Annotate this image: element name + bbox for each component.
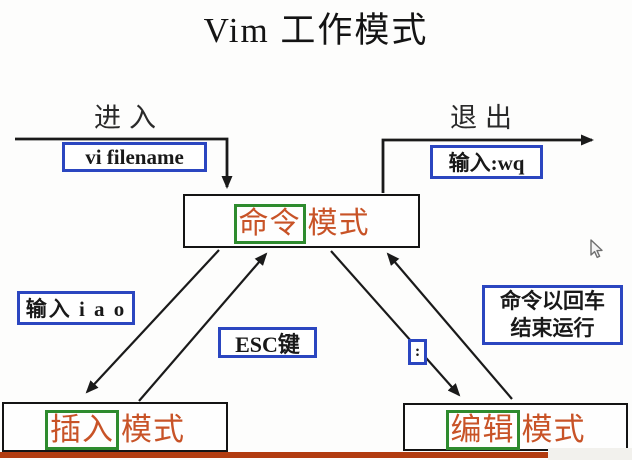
edit-mode-label: 编辑模式 xyxy=(445,404,586,451)
edit-highlight: 编辑 xyxy=(445,409,520,451)
exit-label: 退出 xyxy=(450,103,520,133)
enter-note-line2: 结束运行 xyxy=(510,316,595,340)
vi-filename-annotation: vi filename xyxy=(62,142,207,172)
command-mode-label: 命令模式 xyxy=(233,198,370,244)
slide-corner-shade xyxy=(548,448,632,460)
insert-highlight: 插入 xyxy=(45,409,119,451)
wq-annotation: 输入:wq xyxy=(430,145,543,179)
edit-to-command-arrow xyxy=(386,252,513,400)
command-to-insert-arrow xyxy=(85,249,220,394)
edit-mode-node: 编辑模式 xyxy=(403,403,628,451)
insert-rest: 模式 xyxy=(121,411,185,447)
enter-note-line1: 命令以回车 xyxy=(500,289,605,313)
command-highlight: 命令 xyxy=(233,204,306,244)
insert-mode-node: 插入模式 xyxy=(2,402,228,452)
command-mode-node: 命令模式 xyxy=(183,194,420,248)
enter-arrow-path xyxy=(15,137,233,189)
insert-mode-label: 插入模式 xyxy=(45,404,185,451)
command-rest: 模式 xyxy=(307,207,370,241)
slide-bottom-band xyxy=(0,452,548,458)
command-to-edit-arrow xyxy=(330,250,461,397)
iao-annotation: 输入 i a o xyxy=(17,291,135,325)
esc-key-annotation: ESC键 xyxy=(218,327,317,358)
exit-arrow-path xyxy=(381,134,594,193)
insert-to-command-arrow xyxy=(138,252,268,402)
enter-note-annotation: 命令以回车 结束运行 xyxy=(482,285,623,345)
page-title: Vim 工作模式 xyxy=(203,11,429,50)
colon-annotation: : xyxy=(408,339,427,365)
edit-rest: 模式 xyxy=(521,411,586,447)
mouse-cursor-icon xyxy=(590,239,603,259)
enter-label: 进入 xyxy=(94,103,164,133)
